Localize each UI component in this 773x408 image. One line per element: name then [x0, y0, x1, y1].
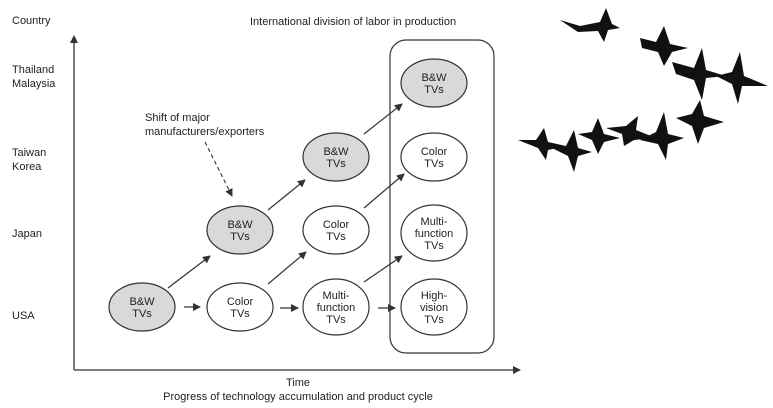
node-label: B&W	[421, 72, 447, 84]
country-label-malaysia: Malaysia	[12, 78, 56, 90]
node-label: TVs	[326, 231, 346, 243]
shift-annotation-arrow	[204, 141, 233, 197]
node-ellipse	[108, 282, 176, 332]
progress-arrows	[167, 103, 405, 312]
node-ellipse	[400, 132, 468, 182]
goose-icon	[578, 118, 620, 154]
node-label: Multi-	[421, 216, 448, 228]
node-label: Multi-	[323, 290, 350, 302]
node-label: B&W	[227, 219, 253, 231]
node-ellipse	[400, 204, 468, 262]
goose-icon	[716, 52, 768, 104]
shift-annotation-line1: Shift of major	[145, 112, 210, 124]
country-label-korea: Korea	[12, 161, 42, 173]
division-frame	[389, 39, 495, 354]
country-label-usa: USA	[12, 310, 35, 322]
node-ellipse	[206, 282, 274, 332]
arrow-color-usa-japan	[267, 251, 307, 285]
country-label-japan: Japan	[12, 228, 42, 240]
node-label: TVs	[230, 308, 250, 320]
node-label: TVs	[424, 314, 444, 326]
node-ellipse	[302, 278, 370, 336]
node-label: B&W	[323, 146, 349, 158]
node-label: High-	[421, 290, 448, 302]
node-label: TVs	[424, 84, 444, 96]
node-label: TVs	[230, 231, 250, 243]
node-label: TVs	[326, 158, 346, 170]
arrow-color-japan-taiwan	[363, 173, 405, 209]
y-axis-label: Country	[12, 15, 51, 27]
goose-icon	[676, 100, 724, 144]
x-axis-caption: Progress of technology accumulation and …	[163, 391, 433, 403]
node-label: B&W	[129, 296, 155, 308]
goose-icon	[640, 112, 684, 160]
goose-icon	[672, 48, 726, 100]
country-label-thailand: Thailand	[12, 64, 54, 76]
node-label: TVs	[326, 314, 346, 326]
node-label: Color	[421, 146, 448, 158]
node-label: vision	[420, 302, 448, 314]
arrow-multi-usa-japan	[363, 255, 403, 283]
arrow-bw-usa-japan	[167, 255, 211, 289]
goose-icon	[560, 8, 620, 42]
division-title: International division of labor in produ…	[250, 16, 456, 28]
node-label: function	[317, 302, 356, 314]
x-axis-label: Time	[286, 377, 310, 389]
node-label: function	[415, 228, 454, 240]
node-label: TVs	[424, 240, 444, 252]
node-ellipse	[400, 58, 468, 108]
shift-annotation-line2: manufacturers/exporters	[145, 126, 265, 138]
node-ellipse	[302, 132, 370, 182]
goose-icon	[552, 130, 592, 172]
flying-geese-illustration	[518, 8, 768, 172]
node-ellipse	[400, 278, 468, 336]
node-label: TVs	[424, 158, 444, 170]
goose-icon	[518, 128, 566, 160]
node-label: TVs	[132, 308, 152, 320]
product-nodes: B&WTVsB&WTVsB&WTVsB&WTVsColorTVsColorTVs…	[108, 58, 468, 336]
arrow-bw-japan-taiwan	[267, 179, 306, 211]
country-label-taiwan: Taiwan	[12, 147, 46, 159]
node-ellipse	[302, 205, 370, 255]
arrow-bw-taiwan-thailand	[363, 103, 403, 135]
node-label: Color	[227, 296, 254, 308]
goose-icon	[640, 26, 688, 66]
node-label: Color	[323, 219, 350, 231]
node-ellipse	[206, 205, 274, 255]
